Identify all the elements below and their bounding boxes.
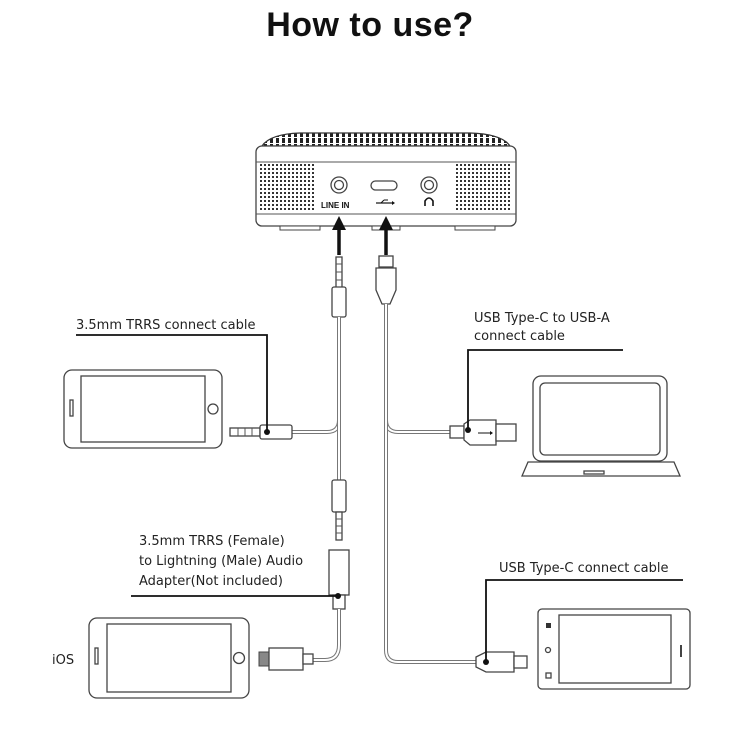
arrow-line-in xyxy=(332,216,346,255)
headphone-port xyxy=(420,176,438,206)
speakerphone-device: LINE IN xyxy=(255,132,517,231)
leader-usb-a xyxy=(467,349,623,430)
trrs-plug-left xyxy=(229,424,293,440)
line-in-label: LINE IN xyxy=(321,201,350,210)
laptop xyxy=(521,375,681,477)
leader-trrs xyxy=(76,334,268,432)
speaker-grill-left xyxy=(260,164,316,212)
ios-label: iOS xyxy=(52,653,74,668)
lightning-adapter xyxy=(328,549,350,610)
usb-icon xyxy=(478,431,493,435)
usb-c-plug-android xyxy=(475,651,528,673)
callout-usbc-to-usba-2: connect cable xyxy=(474,329,565,344)
headphone-icon xyxy=(424,197,434,206)
callout-usb-c-cable: USB Type-C connect cable xyxy=(499,561,669,576)
usb-c-plug-top xyxy=(375,255,397,305)
speaker-grill-right xyxy=(456,164,512,212)
trrs-plug-adapter xyxy=(331,479,347,541)
usb-a-plug xyxy=(449,419,517,446)
smartphone-left xyxy=(63,369,223,449)
trrs-cable xyxy=(290,317,341,434)
trrs-plug-top xyxy=(331,256,347,318)
usb-icon xyxy=(376,199,395,205)
callout-adapter-2: to Lightning (Male) Audio xyxy=(139,554,303,569)
android-phone xyxy=(537,608,691,690)
page-title: How to use? xyxy=(266,6,474,44)
lightning-plug xyxy=(258,647,314,671)
callout-adapter-3: Adapter(Not included) xyxy=(139,574,283,589)
callout-trrs-cable: 3.5mm TRRS connect cable xyxy=(76,318,255,333)
usb-a-cable xyxy=(384,304,455,434)
usb-c-cable xyxy=(384,420,478,664)
leader-usb-c xyxy=(485,579,683,662)
arrow-usb-c xyxy=(379,216,393,255)
usb-c-port xyxy=(370,180,398,205)
callout-adapter-1: 3.5mm TRRS (Female) xyxy=(139,534,285,549)
callout-usbc-to-usba-1: USB Type-C to USB-A xyxy=(474,311,610,326)
ios-phone xyxy=(88,617,250,699)
line-in-port: LINE IN xyxy=(321,176,350,210)
